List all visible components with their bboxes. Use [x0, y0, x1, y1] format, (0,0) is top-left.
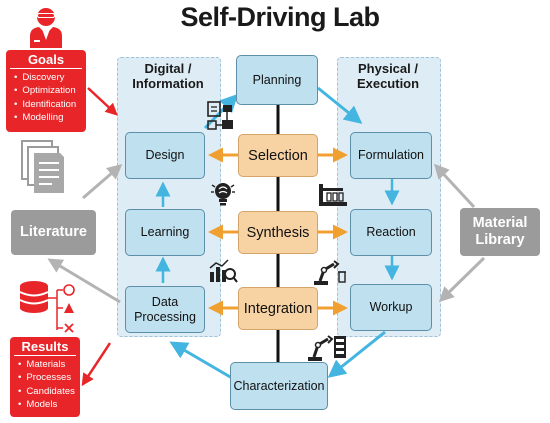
scientist-icon — [30, 8, 62, 48]
database-icon — [19, 281, 75, 333]
planning-box: Planning — [236, 55, 318, 105]
material-library-box: Material Library — [460, 208, 540, 256]
analytics-chart-icon — [209, 259, 238, 283]
characterization-processing-arrow — [169, 341, 233, 380]
lightbulb-brain-icon — [211, 183, 235, 206]
learning-box: Learning — [125, 209, 205, 256]
physical-execution-label: Physical / Execution — [356, 61, 420, 91]
document-stack-icon — [21, 140, 64, 193]
design-box: Design — [125, 132, 205, 179]
literature-design-arrow — [82, 164, 123, 200]
workup-characterization-arrow — [327, 330, 386, 378]
robot-arm-icon — [314, 260, 346, 285]
goals-item: Discovery — [14, 71, 86, 84]
library-workup-arrow — [438, 256, 486, 303]
workup-box: Workup — [350, 284, 432, 331]
library-formulation-arrow — [433, 163, 476, 209]
reaction-box: Reaction — [350, 209, 432, 256]
digital-information-label: Digital / Information — [132, 61, 204, 91]
data-processing-box: Data Processing — [125, 286, 205, 333]
flowchart-icon — [207, 101, 233, 130]
goals-item: Modelling — [14, 111, 86, 124]
results-item: Materials — [18, 358, 80, 371]
results-item: Models — [18, 398, 80, 411]
results-box: Results Materials Processes Candidates M… — [10, 337, 80, 417]
processing-literature-arrow — [47, 258, 121, 304]
robot-arm-icon — [308, 335, 346, 361]
page-title: Self-Driving Lab — [180, 2, 380, 32]
formulation-box: Formulation — [350, 132, 432, 179]
results-title: Results — [14, 339, 76, 356]
results-output-arrow — [81, 342, 112, 387]
goals-title: Goals — [10, 52, 82, 69]
goals-item: Identification — [14, 98, 86, 111]
planning-formulation-arrow — [317, 86, 363, 124]
goals-design-arrow — [87, 87, 118, 116]
results-item: Candidates — [18, 385, 80, 398]
goals-item: Optimization — [14, 84, 86, 97]
selection-box: Selection — [238, 134, 318, 177]
goals-box: Goals Discovery Optimization Identificat… — [6, 50, 86, 132]
results-item: Processes — [18, 371, 80, 384]
characterization-box: Characterization — [230, 362, 328, 410]
literature-box: Literature — [11, 210, 96, 255]
integration-box: Integration — [238, 287, 318, 330]
synthesis-box: Synthesis — [238, 211, 318, 254]
lab-equipment-icon — [319, 184, 347, 206]
